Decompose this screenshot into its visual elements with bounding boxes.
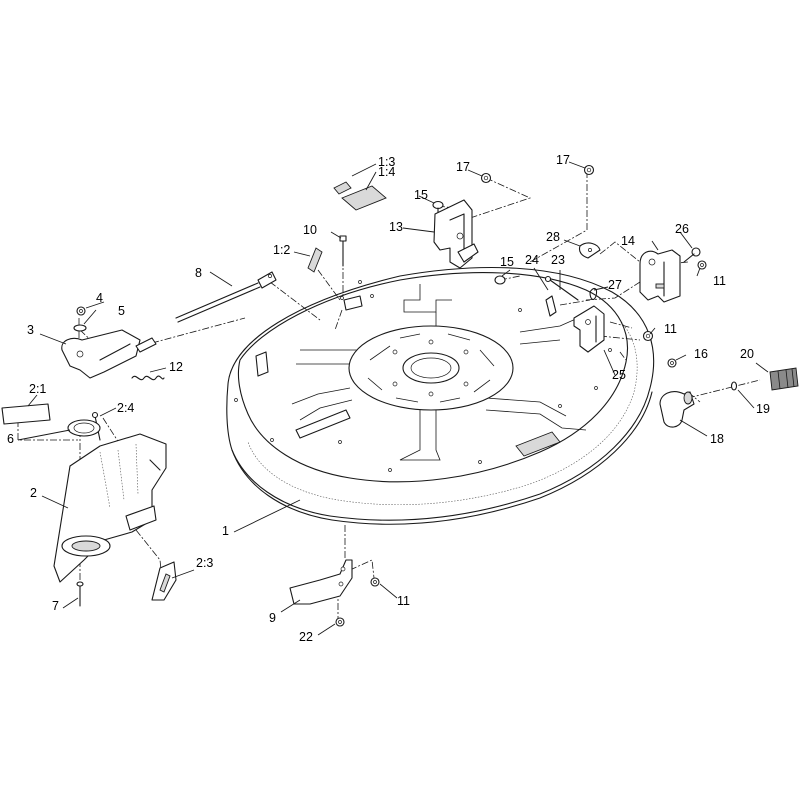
nut-22 [335,617,345,627]
callout-11-c: 11 [397,594,410,608]
decal-1-2 [307,247,323,273]
elbow-18 [659,391,695,428]
callout-3: 3 [27,323,34,337]
callout-7: 7 [52,599,59,613]
callout-18: 18 [710,432,724,446]
fitting-20 [769,367,799,391]
nut-17b [583,164,595,176]
callout-22: 22 [299,630,313,644]
callout-2-1: 2:1 [29,382,46,396]
pin-24 [545,295,557,317]
decal-1-4 [341,185,387,211]
callout-13: 13 [389,220,403,234]
callout-11-a: 11 [713,274,726,288]
callout-2-4: 2:4 [117,401,134,415]
clip-27 [589,287,598,301]
callout-1-4: 1:4 [378,165,395,179]
callout-10: 10 [303,223,317,237]
chute-housing-2 [53,433,167,583]
callout-12: 12 [169,360,183,374]
callout-15-a: 15 [414,188,428,202]
bracket-13 [433,199,479,269]
callout-26: 26 [675,222,689,236]
decal-2-1 [1,403,51,425]
bolt-10 [339,235,347,267]
callout-20: 20 [740,347,754,361]
bolt-7 [76,581,84,607]
bolt-15b [494,275,506,285]
callout-2-3: 2:3 [196,556,213,570]
mower-deck [226,266,655,525]
callout-11-b: 11 [664,322,677,336]
callout-1-2: 1:2 [273,243,290,257]
callout-labels: 1:3 1:4 17 17 15 13 10 1:2 8 28 14 26 24… [7,153,770,644]
nut-4 [76,306,86,316]
decal-1-3 [333,181,352,195]
callout-19: 19 [756,402,770,416]
deflector-2-3 [151,561,177,601]
nut-16 [667,358,677,368]
leader-lines [17,161,769,636]
bolt-2-4 [91,411,101,441]
rod-8 [175,271,277,323]
callout-1-3: 1:3 [378,155,395,169]
idler-arm-3 [61,329,157,379]
bracket-9 [289,559,353,605]
spring-12 [131,375,165,381]
bushing-6 [67,419,101,437]
callout-25: 25 [612,368,626,382]
callout-24: 24 [525,253,539,267]
spring-28 [578,242,601,259]
callout-6: 6 [7,432,14,446]
callout-28: 28 [546,230,560,244]
bracket-14 [639,249,681,303]
callout-17-a: 17 [456,160,470,174]
callout-27: 27 [608,278,622,292]
callout-17-b: 17 [556,153,570,167]
nut-11c [370,577,380,587]
bracket-25 [573,305,605,353]
callout-4: 4 [96,291,103,305]
pin-23 [544,275,579,301]
bolt-26 [683,247,701,263]
callout-5: 5 [118,304,125,318]
washer-19 [730,381,738,391]
nut-17a [480,172,492,184]
callout-9: 9 [269,611,276,625]
callout-16: 16 [694,347,708,361]
callout-23: 23 [551,253,565,267]
washer-5 [73,324,87,332]
callout-2: 2 [30,486,37,500]
nut-11a [697,260,707,270]
callout-14: 14 [621,234,635,248]
callout-15-b: 15 [500,255,514,269]
callout-8: 8 [195,266,202,280]
callout-1: 1 [222,524,229,538]
bolt-15a [432,200,444,215]
